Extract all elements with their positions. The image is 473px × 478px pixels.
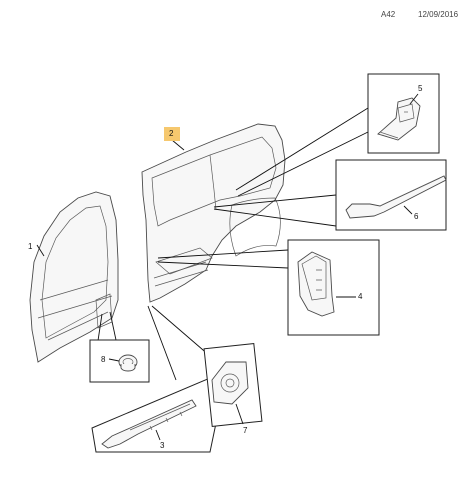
callout-3: 3 xyxy=(160,441,165,450)
callout-6: 6 xyxy=(414,212,419,221)
part-2-highlight xyxy=(164,127,180,141)
callout-8: 8 xyxy=(101,355,106,364)
side-body-panel xyxy=(141,123,286,303)
door-frame xyxy=(29,191,119,363)
callout-1: 1 xyxy=(28,242,33,251)
diagram-date: 12/09/2016 xyxy=(418,10,459,19)
detail-box-8 xyxy=(89,339,150,383)
detail-box-7 xyxy=(203,343,263,427)
callout-4: 4 xyxy=(358,292,363,301)
callout-2: 2 xyxy=(169,129,174,138)
detail-box-5 xyxy=(367,73,440,154)
diagram-code: A42 xyxy=(381,10,396,19)
detail-box-4 xyxy=(287,239,380,336)
callout-5: 5 xyxy=(418,84,423,93)
detail-box-6 xyxy=(335,159,447,231)
detail-box-3 xyxy=(91,377,221,453)
callout-7: 7 xyxy=(243,426,248,435)
leader-lines xyxy=(36,107,369,381)
